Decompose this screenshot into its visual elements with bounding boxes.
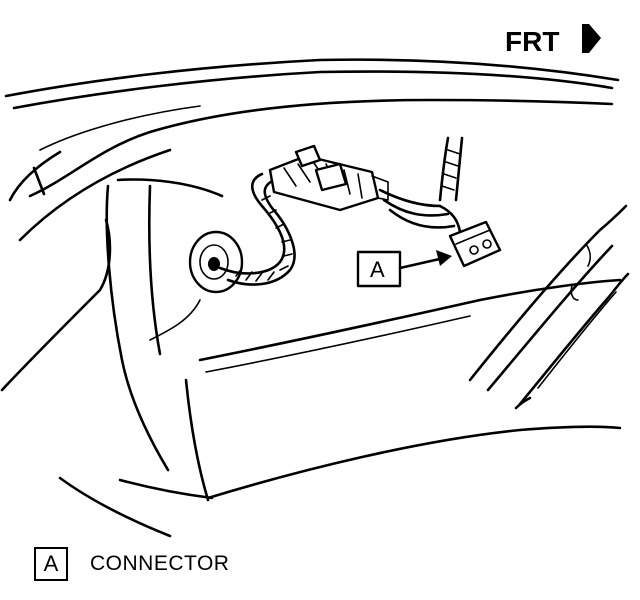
harness-connector [268, 144, 389, 212]
window-trim [468, 204, 630, 410]
callout-letter: A [370, 257, 385, 282]
legend-description: CONNECTOR [90, 552, 230, 575]
front-arrow-icon [582, 24, 601, 53]
grommet [188, 230, 244, 294]
vehicle-body-outline [0, 58, 620, 392]
front-direction-indicator: FRT [505, 24, 601, 57]
pillar-panel [58, 184, 622, 538]
legend: A CONNECTOR [34, 545, 229, 583]
frt-label: FRT [505, 26, 559, 57]
callout-arrow [398, 256, 446, 270]
wiring-harness [218, 136, 464, 286]
callout-a: A [356, 250, 452, 288]
callout-arrowhead-icon [436, 250, 452, 266]
connector-a [448, 220, 502, 268]
legend-letter-box: A [34, 547, 68, 581]
